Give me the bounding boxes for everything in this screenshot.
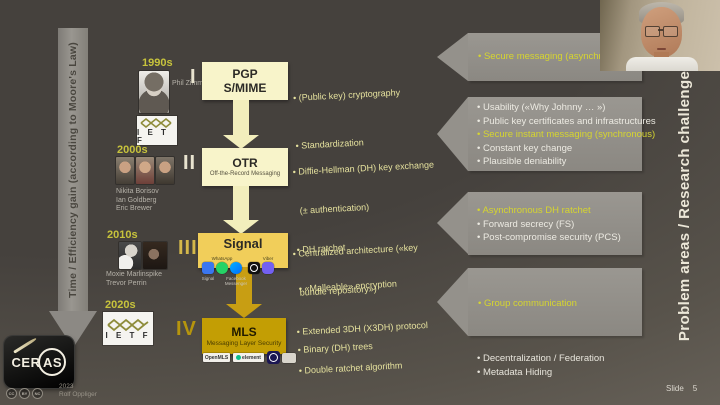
element-dot-icon	[236, 355, 242, 360]
challenge-list-1: • Secure messaging (asynchronous)	[478, 51, 631, 62]
time-axis-label: Time / Efficiency gain (according to Moo…	[67, 41, 79, 298]
otr-subtitle: Off-the-Record Messaging	[209, 171, 281, 177]
facebook-messenger-icon	[230, 262, 242, 274]
ietf-logo: I E T F	[137, 116, 177, 145]
numeral-IV: IV	[176, 318, 197, 340]
challenge-arrow-2	[468, 97, 642, 171]
cc-icon: CC	[6, 388, 17, 399]
era-label-2000s: 2000s	[117, 144, 148, 156]
cerias-logo: CER AS	[4, 336, 74, 388]
mls-title: MLS	[231, 325, 257, 339]
otr-box: OTR Off-the-Record Messaging	[202, 148, 288, 186]
cerias-text-left: CER	[11, 354, 41, 370]
ietf-wave-icon	[140, 117, 172, 128]
signal-app-icon	[202, 262, 214, 274]
signal-title: Signal	[223, 236, 263, 251]
moxie-marlinspike-photo	[119, 242, 141, 269]
era-label-1990s: 1990s	[142, 57, 173, 69]
nikita-borisov-photo	[116, 157, 134, 184]
cerias-text-circled: AS	[42, 354, 62, 370]
smime-title: S/MIME	[223, 81, 267, 95]
wire-app-logo	[267, 351, 280, 364]
right-axis-label: Problem areas / Research challenges	[675, 62, 693, 342]
signal-box: Signal	[198, 233, 288, 268]
glasses-right-lens	[663, 26, 678, 37]
webcam-video[interactable]	[600, 0, 720, 71]
numeral-I: I	[190, 66, 197, 88]
threema-app-icon	[248, 262, 260, 274]
copyright-author: Rolf Oppliger	[59, 390, 97, 398]
ietf-label: I E T F	[137, 127, 169, 145]
phil-zimmermann-photo	[139, 71, 169, 113]
ietf-logo-2: I E T F	[103, 312, 153, 345]
copyright-credits: 2023 Rolf Oppliger	[59, 383, 97, 398]
numeral-II: II	[183, 152, 197, 174]
app-caption-whatsapp: WhatsApp	[211, 256, 233, 261]
challenge-list-3: • Asynchronous DH ratchet • Forward secr…	[477, 205, 621, 244]
challenge-arrow-1-tip-icon	[437, 33, 468, 81]
mls-bullets: • Binary (DH) trees	[297, 341, 374, 355]
wire-glyph-icon	[269, 353, 278, 362]
challenge-arrow-3	[468, 192, 642, 255]
element-logo: element	[233, 353, 264, 362]
era-label-2010s: 2010s	[107, 229, 138, 241]
threema-glyph-icon	[250, 264, 258, 272]
app-caption-viber: Viber	[262, 256, 274, 261]
down-arrowhead-3-icon	[226, 304, 262, 318]
pgp-title: PGP	[232, 67, 258, 81]
whatsapp-icon	[216, 262, 228, 274]
glasses-left-lens	[645, 26, 660, 37]
ietf-label: I E T F	[105, 330, 151, 340]
down-arrow-2	[233, 186, 249, 220]
down-arrow-3	[236, 267, 252, 304]
names-2000s: Nikita Borisov Ian Goldberg Eric Brewer	[116, 188, 159, 212]
challenge-arrow-4	[468, 268, 642, 336]
cerias-magnifier-icon: AS	[38, 348, 67, 376]
time-axis-arrow	[58, 28, 88, 311]
challenge-arrow-3-tip-icon	[437, 192, 468, 254]
pgp-box: PGP S/MIME	[202, 62, 288, 100]
cc-by-icon: BY	[19, 388, 30, 399]
down-arrowhead-1-icon	[223, 135, 259, 149]
person-name: Phil Zimmermann	[172, 80, 227, 87]
right-axis-label-wrap: Problem areas / Research challenges	[660, 52, 708, 352]
challenge-list-2: • Usability («Why Johnny … ») • Public k…	[477, 102, 656, 168]
viber-icon	[262, 262, 274, 274]
down-arrow-1	[233, 100, 249, 135]
quill-icon	[13, 337, 37, 354]
ietf-wave-icon	[107, 318, 149, 331]
ian-goldberg-photo	[136, 157, 154, 184]
otr-title: OTR	[232, 156, 258, 170]
openmls-logo: OpenMLS	[203, 353, 230, 362]
slide-number: Slide 5	[666, 384, 698, 393]
app-caption-messenger: Facebook Messenger	[224, 276, 248, 286]
eric-brewer-photo	[156, 157, 174, 184]
time-axis-label-wrap: Time / Efficiency gain (according to Moo…	[58, 28, 88, 311]
challenge-arrow-2-tip-icon	[437, 97, 468, 171]
mls-subtitle: Messaging Layer Security	[206, 340, 282, 347]
challenge-list-4: • Group communication	[478, 298, 577, 309]
open-issues-list: • Decentralization / Federation • Metada…	[477, 353, 605, 378]
down-arrowhead-2-icon	[223, 220, 259, 234]
numeral-III: III	[178, 237, 198, 259]
era-label-2020s: 2020s	[105, 299, 136, 311]
names-2010s: Moxie Marlinspike Trevor Perrin	[106, 271, 163, 287]
presenter-shirt	[626, 57, 698, 71]
app-caption-signal: Signal	[201, 276, 215, 281]
client-logo	[282, 353, 296, 363]
challenge-arrow-4-tip-icon	[437, 268, 468, 336]
trevor-perrin-photo	[143, 242, 167, 269]
creative-commons-badges: CC BY NC	[6, 388, 43, 399]
mls-box: MLS Messaging Layer Security	[202, 318, 286, 354]
cc-nc-icon: NC	[32, 388, 43, 399]
presenter-mouth	[657, 48, 666, 50]
copyright-year: 2023	[59, 383, 74, 390]
glasses-bridge	[658, 29, 663, 31]
